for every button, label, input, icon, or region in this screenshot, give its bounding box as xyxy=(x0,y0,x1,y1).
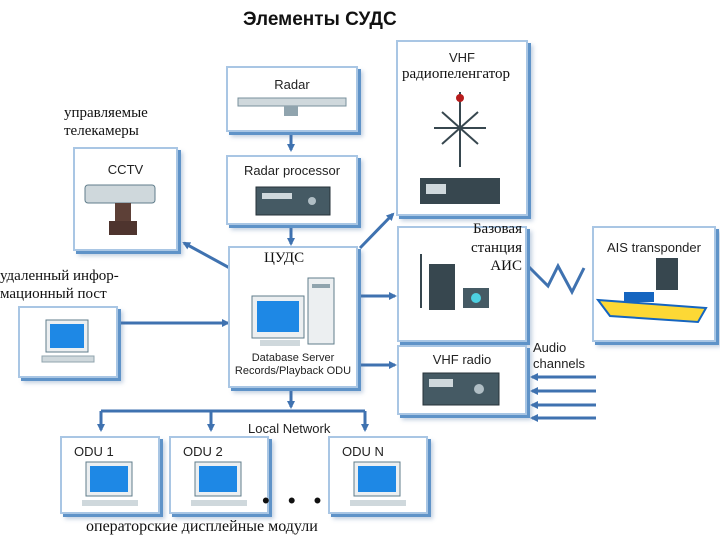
ellipsis-more-odus: • • • xyxy=(262,488,328,513)
odu1-monitor-icon xyxy=(82,461,138,506)
processor-unit-icon xyxy=(255,186,331,216)
odun-monitor-icon xyxy=(350,461,406,506)
vhf-df-box: VHF xyxy=(396,40,528,216)
odun-label: ODU N xyxy=(342,444,384,459)
ais-transponder-label: AIS transponder xyxy=(607,240,701,255)
cctv-annotation-line1: управляемые xyxy=(64,105,148,121)
radar-label: Radar xyxy=(274,77,310,92)
ais-annotation-line1: Базовая xyxy=(472,221,522,237)
vhf-radio-unit-icon xyxy=(422,372,500,406)
diagram-title: Элементы СУДС xyxy=(243,9,397,30)
remote-annotation-line2: мационный пост xyxy=(0,286,107,302)
odu1-label: ODU 1 xyxy=(74,444,114,459)
odu1-box: ODU 1 xyxy=(60,436,160,514)
ais-transponder-box: AIS transponder xyxy=(592,226,716,342)
odun-box: ODU N xyxy=(328,436,428,514)
odu2-label: ODU 2 xyxy=(183,444,223,459)
radar-processor-label: Radar processor xyxy=(243,163,341,178)
ais-base-equipment-icon xyxy=(420,254,489,310)
vhf-radio-box: VHF radio xyxy=(397,345,527,415)
remote-post-box xyxy=(18,306,118,378)
ais-radio-link xyxy=(526,262,586,296)
cctv-annotation-line2: телекамеры xyxy=(64,123,139,139)
ais-annotation-line3: АИС xyxy=(490,258,522,274)
cctv-label: CCTV xyxy=(107,162,144,177)
ais-base-station-box xyxy=(397,226,527,342)
audio-channels-label-line1: Audio xyxy=(533,340,567,355)
vhf-antenna-icon xyxy=(420,92,500,204)
cctv-box: CCTV xyxy=(73,147,178,251)
center-label-line2: Records/Playback ODU xyxy=(234,365,352,377)
server-workstation-icon xyxy=(251,277,335,346)
bottom-annotation: операторские дисплейные модули xyxy=(86,518,318,535)
center-annotation: ЦУДС xyxy=(264,250,305,266)
ship-icon xyxy=(595,258,708,324)
arrow-center-to-vhfdf xyxy=(358,212,395,250)
radar-box: Radar xyxy=(226,66,358,132)
cctv-camera-icon xyxy=(84,184,156,235)
audio-channels-label-line2: channels xyxy=(533,356,586,371)
vhf-radio-label: VHF radio xyxy=(432,352,492,367)
remote-computer-icon xyxy=(41,319,95,363)
odu2-box: ODU 2 xyxy=(169,436,269,514)
radar-antenna-icon xyxy=(237,97,347,116)
vhf-df-label: VHF xyxy=(449,50,475,65)
center-label-line1: Database Server xyxy=(251,352,335,364)
local-network-label: Local Network xyxy=(248,421,331,436)
radar-processor-box: Radar processor xyxy=(226,155,358,225)
ais-annotation-line2: станция xyxy=(470,240,522,256)
odu2-monitor-icon xyxy=(191,461,247,506)
remote-annotation-line1: удаленный инфор- xyxy=(0,268,119,284)
center-box: Database Server Records/Playback ODU xyxy=(228,246,358,388)
vhf-df-annotation: радиопеленгатор xyxy=(402,66,510,82)
